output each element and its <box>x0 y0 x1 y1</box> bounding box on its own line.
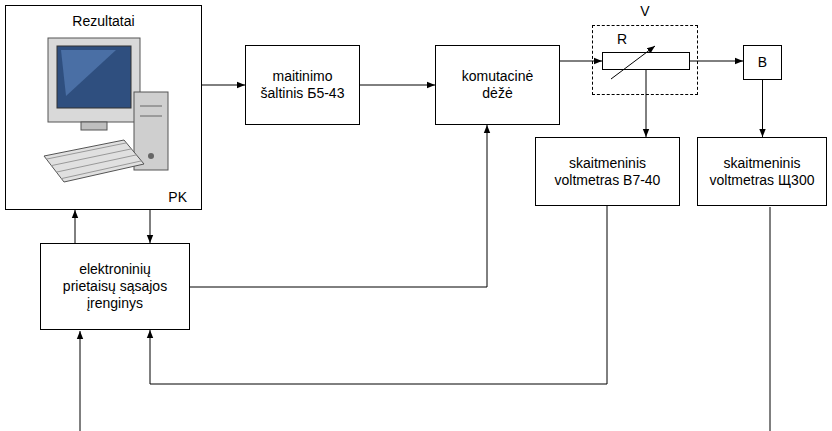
keyboard <box>44 140 144 182</box>
node-label: PK <box>168 189 187 206</box>
screen-glare <box>61 50 116 96</box>
key-row <box>61 161 141 179</box>
monitor-stand <box>81 122 107 130</box>
connector-arrow <box>560 61 602 62</box>
variable-arrow-line <box>611 46 655 79</box>
drive-slot <box>140 116 162 117</box>
screen <box>57 46 131 108</box>
key-row <box>56 155 136 172</box>
input-wire <box>80 331 81 431</box>
key-row <box>46 143 126 159</box>
connector-arrow <box>360 85 435 86</box>
node-label: V <box>640 3 649 19</box>
node-label: Rezultatai <box>72 13 134 30</box>
connector-arrow <box>150 206 607 384</box>
monitor <box>48 38 140 122</box>
power-button <box>148 153 154 159</box>
node-label: B <box>758 54 767 71</box>
dashed-enclosure: VR <box>592 25 698 95</box>
connector-arrow <box>75 210 76 243</box>
node-label: elektroninių prietaisų sąsajos įrenginys <box>61 261 169 311</box>
process-box: skaitmeninis voltmetras В7-40 <box>535 137 680 206</box>
process-box: maitinimo šaltinis Б5-43 <box>245 45 360 125</box>
connector-arrow <box>150 210 151 243</box>
resistor-symbol: R <box>602 52 690 70</box>
key-row <box>51 149 131 166</box>
drive-slot <box>140 106 162 107</box>
connector-arrow <box>762 80 763 137</box>
node-label: komutacinė dėžė <box>452 68 543 102</box>
node-label: skaitmeninis voltmetras В7-40 <box>550 155 665 189</box>
node-label: R <box>617 31 627 47</box>
process-box: skaitmeninis voltmetras Щ300 <box>697 137 827 206</box>
process-box: elektroninių prietaisų sąsajos įrenginys <box>40 243 190 330</box>
computer-icon <box>6 6 201 209</box>
connector-arrow <box>202 85 245 86</box>
process-box: komutacinė dėžė <box>435 45 560 125</box>
node-label: maitinimo šaltinis Б5-43 <box>260 68 345 102</box>
process-box: B <box>743 45 782 80</box>
connector-arrow <box>190 125 487 287</box>
node-label: skaitmeninis voltmetras Щ300 <box>706 155 818 189</box>
variable-arrow <box>603 53 604 54</box>
connector-arrow <box>646 70 647 137</box>
computer-box: RezultataiPK <box>5 5 202 210</box>
output-wire <box>770 207 771 431</box>
